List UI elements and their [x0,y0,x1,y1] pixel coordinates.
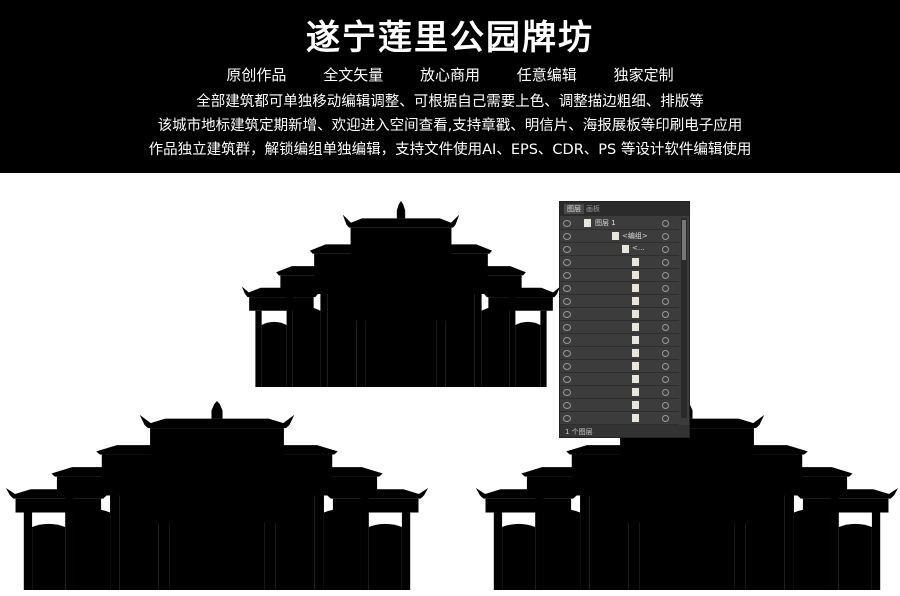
subgroup-name: <... [632,244,645,252]
layer-item-row[interactable] [560,412,679,425]
tag-exclusive: 独家定制 [613,66,674,84]
tag-original: 原创作品 [226,66,287,84]
scrollbar-thumb[interactable] [682,220,686,260]
tab-layers[interactable]: 图层 [564,204,584,214]
layer-item-row[interactable] [560,256,679,269]
item-thumbnail [632,336,639,344]
layer-item-row[interactable] [560,321,679,334]
target-circle-icon[interactable] [662,233,669,240]
item-thumbnail [632,349,639,357]
layer-count: 1 个图层 [565,428,593,436]
description-line-1: 全部建筑都可单独移动编辑调整、可根据自己需要上色、调整描边粗细、排版等 [196,94,704,110]
subgroup-row[interactable]: <... [560,243,679,256]
visibility-eye-icon[interactable] [563,220,571,227]
subgroup-thumbnail [622,245,629,253]
target-circle-icon[interactable] [662,363,669,370]
target-circle-icon[interactable] [662,272,669,279]
visibility-eye-icon[interactable] [563,415,571,422]
archway-outline: .o .roof { fill:#ffffff; stroke:#222; st… [5,401,429,590]
item-thumbnail [632,284,639,292]
tag-commercial: 放心商用 [419,66,480,84]
layer-item-row[interactable] [560,373,679,386]
layer-item-row[interactable] [560,386,679,399]
item-thumbnail [632,388,639,396]
item-thumbnail [632,323,639,331]
layer-item-row[interactable] [560,308,679,321]
item-thumbnail [632,414,639,422]
visibility-eye-icon[interactable] [563,298,571,305]
group-row[interactable]: <编组> [560,230,679,243]
layer-item-row[interactable] [560,360,679,373]
target-circle-icon[interactable] [662,311,669,318]
visibility-eye-icon[interactable] [563,285,571,292]
page-title: 遂宁莲里公园牌坊 [306,18,594,58]
visibility-eye-icon[interactable] [563,324,571,331]
archway-khaki: .k .roof { fill:#b5ad8c; stroke:#333; st… [241,201,561,387]
item-thumbnail [632,271,639,279]
target-circle-icon[interactable] [662,376,669,383]
tag-vector: 全文矢量 [323,66,384,84]
layers-panel[interactable]: 图层 画板 图层 1 <编组> <... 1 个图层 [559,201,690,438]
visibility-eye-icon[interactable] [563,376,571,383]
layer-item-row[interactable] [560,269,679,282]
visibility-eye-icon[interactable] [563,350,571,357]
target-circle-icon[interactable] [662,415,669,422]
item-thumbnail [632,362,639,370]
visibility-eye-icon[interactable] [563,363,571,370]
visibility-eye-icon[interactable] [563,272,571,279]
description-line-2: 该城市地标建筑定期新增、欢迎进入空间查看,支持章戳、明信片、海报展板等印刷电子应… [157,118,743,134]
visibility-eye-icon[interactable] [563,337,571,344]
target-circle-icon[interactable] [662,389,669,396]
layers-panel-tabs: 图层 画板 [560,202,689,216]
layer-name: 图层 1 [595,219,616,227]
layer-item-row[interactable] [560,347,679,360]
visibility-eye-icon[interactable] [563,233,571,240]
item-thumbnail [632,401,639,409]
description-line-3: 作品独立建筑群，解锁编组单独编辑，支持文件使用AI、EPS、CDR、PS 等设计… [148,142,752,158]
visibility-eye-icon[interactable] [563,246,571,253]
layer-thumbnail [584,219,591,227]
layer-item-row[interactable] [560,282,679,295]
target-circle-icon[interactable] [662,220,669,227]
target-circle-icon[interactable] [662,324,669,331]
visibility-eye-icon[interactable] [563,311,571,318]
group-name: <编组> [622,232,648,240]
layer-item-row[interactable] [560,295,679,308]
target-circle-icon[interactable] [662,337,669,344]
target-circle-icon[interactable] [662,402,669,409]
item-thumbnail [632,297,639,305]
header-banner: 遂宁莲里公园牌坊 原创作品 全文矢量 放心商用 任意编辑 独家定制 全部建筑都可… [0,0,900,173]
layer-item-row[interactable] [560,399,679,412]
group-thumbnail [612,232,619,240]
target-circle-icon[interactable] [662,298,669,305]
visibility-eye-icon[interactable] [563,389,571,396]
target-circle-icon[interactable] [662,246,669,253]
tag-editable: 任意编辑 [516,66,577,84]
item-thumbnail [632,310,639,318]
layer-item-row[interactable] [560,334,679,347]
layers-scrollbar[interactable] [681,218,687,418]
layers-panel-footer: 1 个图层 [560,425,689,437]
target-circle-icon[interactable] [662,285,669,292]
item-thumbnail [632,258,639,266]
layer-row-top[interactable]: 图层 1 [560,217,679,230]
target-circle-icon[interactable] [662,259,669,266]
feature-tags: 原创作品 全文矢量 放心商用 任意编辑 独家定制 [0,64,900,85]
target-circle-icon[interactable] [662,350,669,357]
visibility-eye-icon[interactable] [563,259,571,266]
tab-artboards[interactable]: 画板 [586,205,600,213]
item-thumbnail [632,375,639,383]
visibility-eye-icon[interactable] [563,402,571,409]
